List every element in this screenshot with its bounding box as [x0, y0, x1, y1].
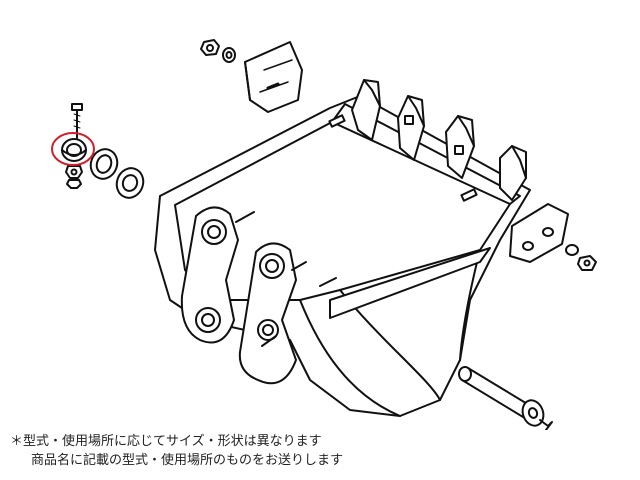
small-nut: [65, 165, 83, 189]
left-pin-parts: [61, 103, 145, 199]
bucket-teeth: [351, 79, 527, 201]
side-cutter-upper: [244, 41, 303, 113]
note-line-2: 商品名に記載の型式・使用場所のものをお送りします: [31, 453, 344, 468]
top-nut-washer: [200, 39, 236, 63]
washer-large-1: [89, 148, 119, 180]
link-bracket-front: [180, 206, 239, 344]
washer-large-2: [115, 167, 145, 199]
right-nut-washer: [565, 244, 597, 271]
bracket-bolts: [235, 211, 337, 347]
link-bracket-rear: [238, 242, 297, 385]
loose-pin: [458, 366, 553, 430]
bushing-part: [61, 138, 87, 162]
bucket-exploded-diagram: [51, 39, 597, 430]
highlight-circle: [51, 132, 95, 166]
side-cutter-right: [509, 203, 569, 263]
note-line-1: ＊型式・使用場所に応じてサイズ・形状は異なります: [10, 434, 322, 449]
notes: ＊型式・使用場所に応じてサイズ・形状は異なります 商品名に記載の型式・使用場所の…: [10, 432, 630, 470]
bucket-body: [154, 95, 531, 417]
